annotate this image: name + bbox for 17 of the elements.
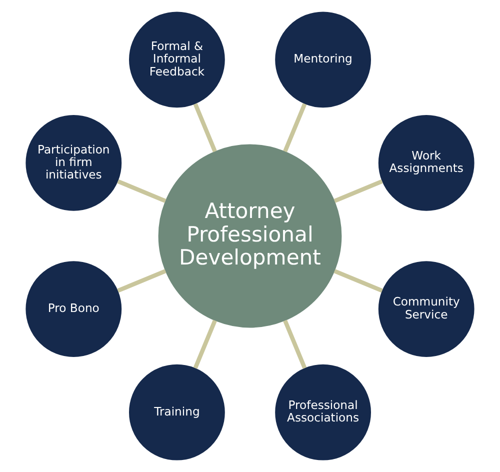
node-circle: Training — [129, 364, 225, 460]
connector — [283, 320, 307, 369]
connector — [193, 320, 217, 369]
connector — [334, 179, 383, 203]
node-circle: Community Service — [378, 261, 474, 357]
node-circle: Mentoring — [275, 12, 371, 108]
node-circle: Work Assignments — [378, 115, 474, 211]
connector — [283, 103, 307, 152]
node-circle: Attorney Professional Development — [158, 144, 342, 328]
connector — [117, 179, 166, 203]
node-circle: Formal & Informal Feedback — [129, 12, 225, 108]
connector — [334, 269, 383, 293]
node-circle: Participation in firm initiatives — [26, 115, 122, 211]
connector — [117, 269, 166, 293]
node-circle: Pro Bono — [26, 261, 122, 357]
connector — [193, 103, 217, 152]
node-circle: Professional Associations — [275, 364, 371, 460]
